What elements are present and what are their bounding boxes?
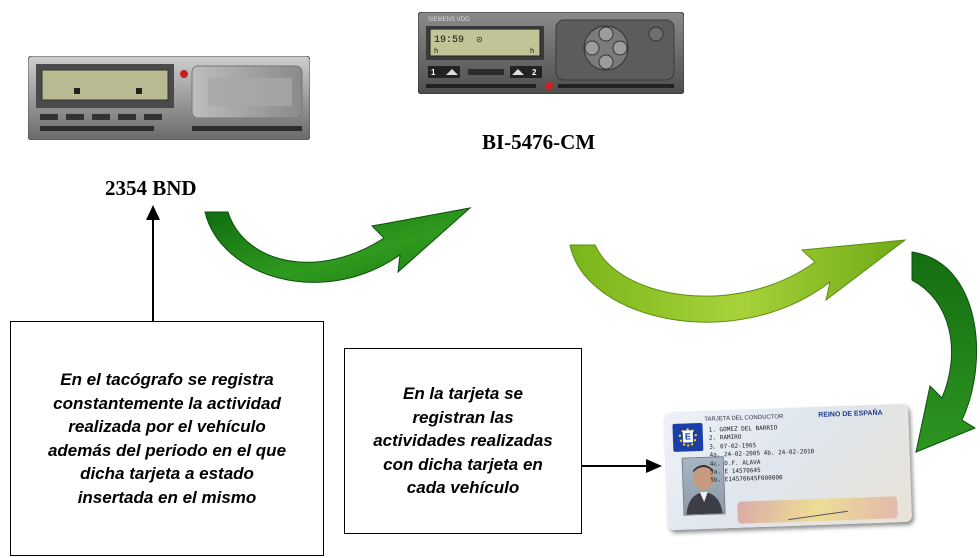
tachograph-left: [28, 56, 310, 140]
display-time: 19:59: [434, 35, 464, 46]
note-card-text: En la tarjeta se registran las actividad…: [373, 384, 553, 498]
pointer-arrowhead-up: [146, 205, 160, 220]
plate-left: 2354 BND: [105, 176, 197, 200]
note-card: En la tarjeta se registran las actividad…: [344, 348, 582, 534]
card-header-right: REINO DE ESPAÑA: [818, 409, 883, 419]
driver-photo: [681, 456, 726, 516]
slot2-label: 2: [532, 68, 537, 77]
plate-center: BI-5476-CM: [482, 130, 596, 154]
note-tachograph-text: En el tacógrafo se registra constantemen…: [47, 370, 287, 507]
slot1-label: 1: [431, 68, 436, 77]
driver-card: TARJETA DEL CONDUCTOR REINO DE ESPAÑA E …: [664, 403, 912, 531]
pointer-arrowhead-right: [646, 459, 662, 473]
display-line2-left: h: [434, 48, 438, 56]
tachograph-center: SIEMENS VDO 19:59 ⊙ h h 1 2: [418, 12, 684, 94]
curved-arrow-1: [204, 207, 472, 283]
display-symbol: ⊙: [476, 35, 483, 44]
card-header-left: TARJETA DEL CONDUCTOR: [704, 414, 784, 423]
curved-arrow-3: [911, 251, 978, 453]
note-tachograph: En el tacógrafo se registra constantemen…: [10, 321, 324, 556]
display-line2-right: h: [530, 48, 534, 56]
eu-flag: E: [672, 422, 704, 452]
person-icon: [686, 464, 723, 515]
device-brand: SIEMENS VDO: [428, 17, 470, 23]
card-fields: 1. GOMEZ DEL BARRIO 2. RAMIRO 3. 07-02-1…: [709, 423, 816, 485]
curved-arrow-2: [569, 239, 907, 323]
country-code: E: [682, 430, 694, 443]
